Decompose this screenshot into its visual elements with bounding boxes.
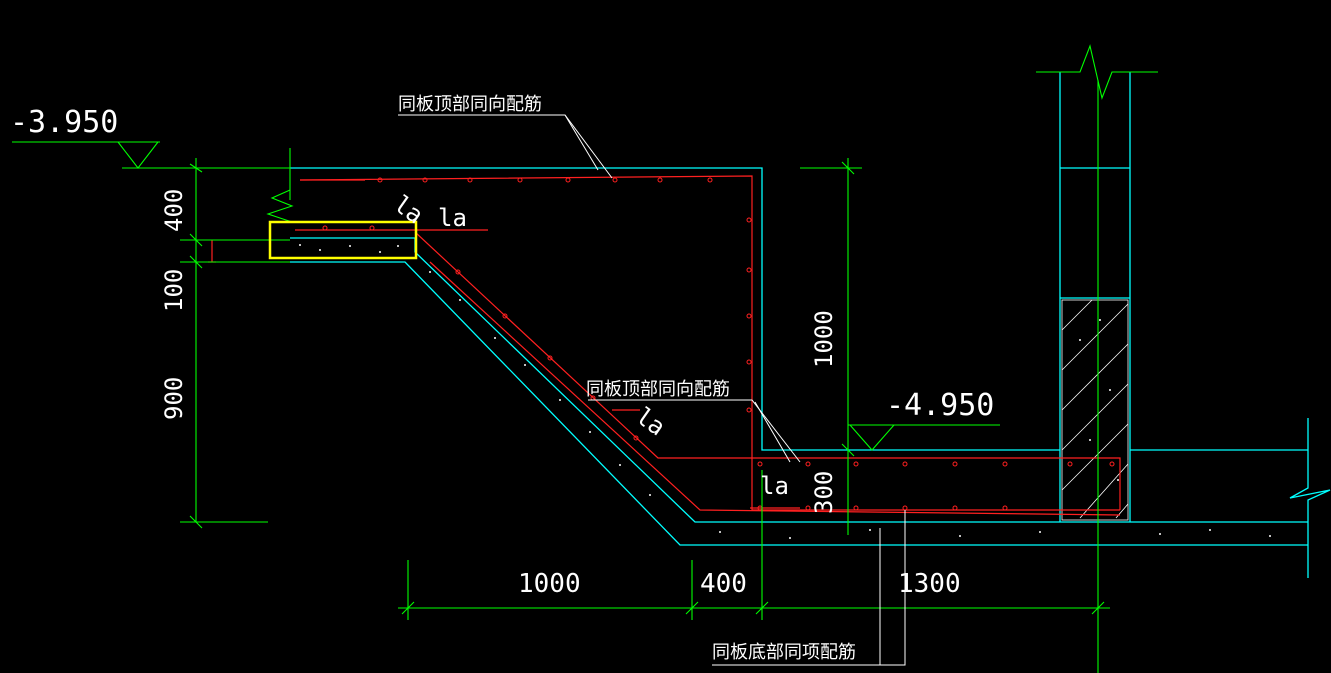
middle-note-leader — [588, 399, 801, 463]
dim-bottom-1000: 1000 — [518, 569, 581, 599]
middle-rebar-note: 同板顶部同向配筋 — [586, 379, 730, 400]
dim-left-900: 900 — [160, 377, 188, 420]
top-bar — [299, 175, 1120, 511]
la-label-2: la — [438, 204, 467, 232]
dim-right-1000: 1000 — [810, 310, 838, 368]
dim-bottom-400: 400 — [700, 569, 747, 599]
slab-top-edge — [290, 167, 1060, 451]
elevation-bottom-label: -4.950 — [886, 388, 994, 423]
right-break-line — [1289, 418, 1331, 578]
dim-slab-300: 300 — [810, 471, 838, 514]
bottom-note-leader — [712, 510, 906, 666]
dim-left-400: 400 — [160, 189, 188, 232]
rebar-lines — [208, 175, 1121, 516]
elevation-top-label: -3.950 — [10, 105, 118, 140]
concrete-speckles — [299, 244, 1271, 539]
leader-lines — [398, 114, 906, 666]
column-hatch — [1061, 299, 1129, 521]
elev-bottom-triangle — [849, 424, 895, 451]
slope-inner-line — [414, 238, 1308, 523]
left-break-line — [266, 189, 294, 223]
top-rebar-note: 同板顶部同向配筋 — [398, 94, 542, 115]
slope-bar — [414, 231, 1121, 510]
highlight-box — [268, 220, 418, 260]
dim-left-100: 100 — [160, 269, 188, 312]
column-top-break — [1036, 44, 1158, 100]
thin-slab-bottom-and-slope-outer — [290, 261, 1308, 546]
elev-top-triangle — [117, 141, 159, 169]
la-label-1: la — [389, 190, 429, 230]
bottom-bar — [429, 261, 1121, 516]
la-label-4: la — [760, 472, 789, 500]
dimension-lines — [12, 44, 1158, 673]
dim-bottom-1300: 1300 — [898, 569, 961, 599]
bottom-rebar-note: 同板底部同项配筋 — [712, 642, 856, 663]
